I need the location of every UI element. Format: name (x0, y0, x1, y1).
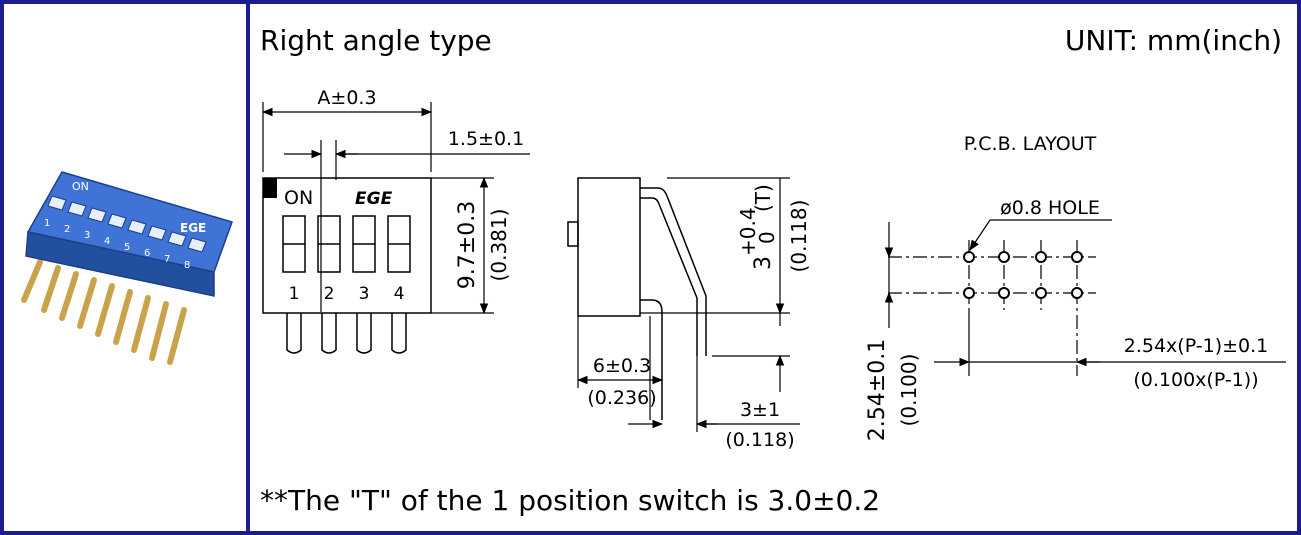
pcb-pitch-dim-label: 2.54x(P-1)±0.1 (1124, 335, 1269, 357)
pcb-row-dim-label: 2.54±0.1 (865, 339, 890, 441)
front-on-label: ON (284, 187, 313, 209)
side-view: 3 +0.4 0 (T) (0.118) 6±0.3 (0.236) 3±1 (… (567, 177, 811, 451)
svg-text:4: 4 (394, 284, 405, 304)
svg-text:2: 2 (64, 224, 70, 235)
svg-text:4: 4 (104, 236, 110, 247)
front-position-numbers: 1 2 3 4 (289, 284, 405, 304)
pcb-row-dim-inch-label: (0.100) (897, 354, 921, 427)
svg-text:5: 5 (124, 242, 130, 253)
svg-text:2: 2 (324, 284, 335, 304)
switch-pins (21, 259, 187, 365)
unit-label: UNIT: mm(inch) (1065, 24, 1282, 57)
side-body-outline (577, 177, 641, 317)
on-marker (263, 178, 277, 198)
dim-height-label: 9.7±0.3 (455, 201, 480, 289)
pcb-holes (963, 251, 1083, 299)
dim-T-plus-label: +0.4 (736, 207, 760, 256)
dim-height-inch-label: (0.381) (487, 209, 511, 282)
side-actuator (567, 221, 579, 247)
front-logo: EGE (355, 189, 393, 209)
photo-position-numbers: 1 2 3 4 5 6 7 8 (44, 218, 190, 271)
dim-pin-inch-label: (0.118) (725, 429, 794, 451)
drawing-title: Right angle type (260, 24, 492, 57)
switch-photo: ON EGE 1 2 3 4 5 6 7 8 (21, 171, 233, 365)
svg-text:6: 6 (144, 248, 150, 259)
dim-pitch-gap-label: 1.5±0.1 (448, 128, 524, 150)
dim-T-label: (T) (751, 184, 775, 212)
svg-text:1: 1 (44, 218, 50, 229)
photo-brand-label: EGE (180, 221, 206, 235)
dim-T-base-label: 3 (751, 256, 776, 270)
dim-T-minus-label: 0 (755, 231, 779, 244)
pcb-layout: P.C.B. LAYOUT ø0.8 HOLE 2.54±0.1 (0.100)… (865, 133, 1286, 441)
front-view: A±0.3 1.5±0.1 ON EGE 1 2 3 4 (261, 87, 530, 354)
switch-actuators (47, 195, 207, 253)
front-pins (286, 313, 407, 354)
svg-text:1: 1 (289, 284, 300, 304)
dim-body-label: 6±0.3 (593, 355, 651, 377)
pcb-pitch-dim-inch-label: (0.100x(P-1)) (1133, 369, 1258, 391)
front-actuators (282, 215, 411, 273)
front-body-outline (262, 177, 432, 314)
dim-pin-label: 3±1 (740, 399, 780, 421)
svg-text:7: 7 (164, 254, 170, 265)
pcb-title: P.C.B. LAYOUT (964, 133, 1097, 155)
dim-T-inch-label: (0.118) (787, 200, 811, 273)
dim-body-inch-label: (0.236) (587, 387, 656, 409)
side-pin-outer (640, 187, 707, 356)
svg-text:3: 3 (359, 284, 370, 304)
pcb-hole-label: ø0.8 HOLE (1000, 197, 1100, 219)
dim-width-label: A±0.3 (317, 87, 376, 109)
svg-text:3: 3 (84, 230, 90, 241)
svg-text:8: 8 (184, 260, 190, 271)
switch-body-front (25, 231, 215, 297)
footnote: **The "T" of the 1 position switch is 3.… (260, 484, 880, 517)
photo-on-label: ON (72, 180, 89, 193)
